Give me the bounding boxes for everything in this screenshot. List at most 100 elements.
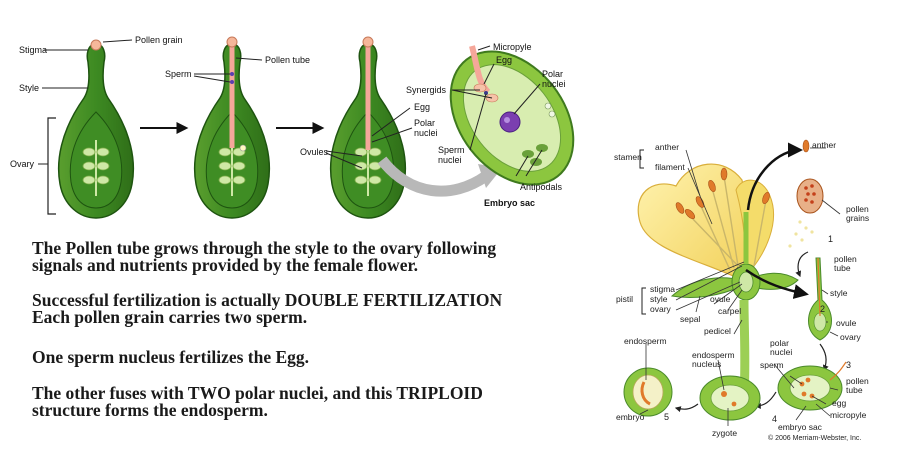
label-zygote: zygote — [712, 428, 737, 438]
caption-double-fertilization: Successful fertilization is actually DOU… — [32, 290, 503, 327]
label-synergids: Synergids — [406, 85, 447, 95]
flower-lifecycle-diagram: stamen anther filament anther pollengrai… — [614, 139, 869, 442]
label-style-right: style — [650, 294, 668, 304]
label-line: sepal — [680, 314, 700, 324]
seed-stage-5 — [623, 367, 673, 417]
label-micropyle-right: micropyle — [830, 410, 867, 420]
label-line: carpel — [718, 306, 741, 316]
label-line: tube — [846, 385, 863, 395]
label-line: zygote — [712, 428, 737, 438]
label-egg-sac: Egg — [496, 55, 512, 65]
label-micropyle: Micropyle — [493, 42, 532, 52]
label-line: pollen — [846, 204, 869, 214]
label-pedicel: pedicel — [704, 326, 731, 336]
label-line: Stigma — [19, 45, 47, 55]
label-line: Style — [19, 83, 39, 93]
label-endosperm: endosperm — [624, 336, 667, 346]
caption-line: Successful fertilization is actually DOU… — [32, 290, 503, 310]
caption-line: structure forms the endosperm. — [32, 400, 268, 420]
label-line: endosperm — [692, 350, 735, 360]
pistil-closeup — [808, 257, 832, 341]
ovule-cluster — [82, 140, 110, 196]
label-pollen-tube: Pollen tube — [265, 55, 310, 65]
label-line: anther — [812, 140, 836, 150]
label-line: polar — [770, 338, 789, 348]
label-style: Style — [19, 83, 39, 93]
label-line: Micropyle — [493, 42, 532, 52]
label-line: embryo sac — [778, 422, 823, 432]
label-line: embryo — [616, 412, 645, 422]
label-egg: Egg — [414, 102, 430, 112]
flower-cross-section — [637, 163, 799, 397]
label-step-5: 5 — [664, 412, 669, 422]
anther-closeup — [788, 139, 824, 248]
label-pistil: pistil — [616, 294, 633, 304]
caption-line: The Pollen tube grows through the style … — [32, 238, 497, 258]
label-sperm: Sperm — [165, 69, 192, 79]
label-step-2: 2 — [820, 304, 825, 314]
label-anther: anther — [655, 142, 679, 152]
label-line: micropyle — [830, 410, 867, 420]
label-step-1: 1 — [828, 234, 833, 244]
label-style-closeup: style — [830, 288, 848, 298]
caption-line: One sperm nucleus fertilizes the Egg. — [32, 347, 310, 367]
label-line: style — [830, 288, 848, 298]
label-stamen: stamen — [614, 152, 642, 162]
label-line: 1 — [828, 234, 833, 244]
label-line: pedicel — [704, 326, 731, 336]
pistil-sequence-diagram: Stigma Pollen grain Style Ovary Sperm Po… — [10, 35, 575, 219]
label-sepal: sepal — [680, 314, 700, 324]
caption-line: Each pollen grain carries two sperm. — [32, 307, 308, 327]
label-line: sperm — [760, 360, 784, 370]
label-line: Synergids — [406, 85, 447, 95]
label-line: pollen — [834, 254, 857, 264]
label-line: 3 — [846, 360, 851, 370]
label-line: Pollen tube — [265, 55, 310, 65]
label-line: anther — [655, 142, 679, 152]
label-line: ovule — [710, 294, 731, 304]
label-line: Egg — [414, 102, 430, 112]
ovule-stage-4 — [699, 375, 761, 421]
label-line: Sperm — [438, 145, 465, 155]
label-line: tube — [834, 263, 851, 273]
label-line: Egg — [496, 55, 512, 65]
caption-pollen-tube: The Pollen tube grows through the style … — [32, 238, 497, 274]
label-ovary-closeup: ovary — [840, 332, 862, 342]
label-carpel: carpel — [718, 306, 741, 316]
label-line: nuclei — [414, 128, 438, 138]
label-step-4: 4 — [772, 414, 777, 424]
label-line: nuclei — [438, 155, 462, 165]
label-line: style — [650, 294, 668, 304]
label-line: Ovary — [10, 159, 35, 169]
label-anther-top: anther — [812, 140, 836, 150]
label-sperm-right: sperm — [760, 360, 784, 370]
label-line: Embryo sac — [484, 198, 535, 208]
label-embryo: embryo — [616, 412, 645, 422]
label-pollen-grain: Pollen grain — [135, 35, 183, 45]
embryo-sac-detail — [449, 45, 575, 186]
label-line: © 2006 Merriam-Webster, Inc. — [768, 434, 861, 442]
pollen-grain-1 — [90, 39, 102, 51]
label-ovule-closeup: ovule — [836, 318, 857, 328]
label-line: Pollen grain — [135, 35, 183, 45]
label-egg-right: egg — [832, 398, 846, 408]
label-line: pistil — [616, 294, 633, 304]
label-stigma: Stigma — [19, 45, 47, 55]
label-line: Sperm — [165, 69, 192, 79]
pistil-stage-1 — [57, 39, 135, 219]
pistil-stage-2 — [193, 36, 271, 219]
label-line: stigma — [650, 284, 675, 294]
label-line: egg — [832, 398, 846, 408]
label-embryo-sac-right: embryo sac — [778, 422, 823, 432]
label-embryo-sac: Embryo sac — [484, 198, 535, 208]
label-line: 2 — [820, 304, 825, 314]
label-line: nucleus — [692, 359, 721, 369]
